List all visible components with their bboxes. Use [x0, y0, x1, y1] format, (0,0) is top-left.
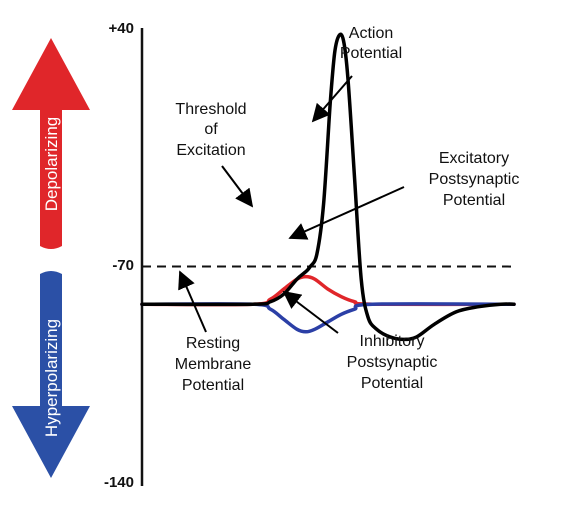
resting-pointer	[178, 270, 207, 333]
epsp-label-1: Excitatory	[439, 150, 509, 167]
action-potential-pointer	[311, 75, 353, 123]
resting-annotation: Resting Membrane Potential	[175, 270, 252, 394]
resting-label-2: Membrane	[175, 356, 252, 373]
y-tick-mid: -70	[112, 257, 134, 274]
epsp-pointer	[288, 186, 405, 240]
action-potential-label-1: Action	[349, 25, 393, 42]
ipsp-annotation: Inhibitory Postsynaptic Potential	[282, 290, 438, 392]
epsp-label-3: Potential	[443, 192, 505, 209]
action-potential-annotation: Action Potential	[311, 25, 402, 123]
threshold-label-1: Threshold	[175, 101, 246, 118]
action-potential-line	[140, 32, 516, 342]
epsp-line	[140, 274, 516, 307]
depolarizing-label: Depolarizing	[42, 117, 61, 212]
action-potential-label-2: Potential	[340, 45, 402, 62]
threshold-label-3: Excitation	[176, 142, 245, 159]
ipsp-label-1: Inhibitory	[360, 333, 425, 350]
hyperpolarizing-label: Hyperpolarizing	[42, 319, 61, 437]
y-tick-bottom: -140	[104, 474, 134, 491]
resting-label-1: Resting	[186, 335, 240, 352]
resting-label-3: Potential	[182, 377, 244, 394]
ipsp-label-2: Postsynaptic	[347, 354, 438, 371]
threshold-pointer	[221, 165, 254, 208]
ipsp-line	[140, 302, 516, 334]
threshold-annotation: Threshold of Excitation	[175, 101, 254, 208]
depolarizing-arrow: Depolarizing	[12, 38, 90, 249]
ipsp-pointer	[282, 290, 339, 334]
epsp-annotation: Excitatory Postsynaptic Potential	[288, 150, 520, 240]
ipsp-label-3: Potential	[361, 375, 423, 392]
y-tick-top: +40	[109, 20, 134, 37]
epsp-label-2: Postsynaptic	[429, 171, 520, 188]
hyperpolarizing-arrow: Hyperpolarizing	[12, 271, 90, 478]
threshold-label-2: of	[204, 121, 218, 138]
